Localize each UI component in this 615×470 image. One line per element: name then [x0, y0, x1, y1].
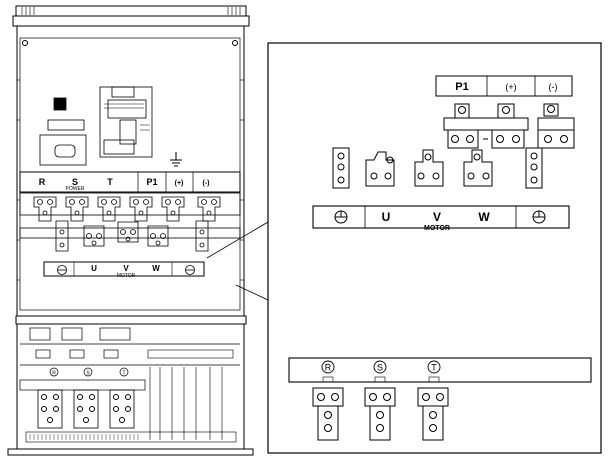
motor-w-label-small: W — [152, 264, 160, 273]
terminal-label-r: R — [39, 177, 46, 187]
ground-icon — [334, 210, 348, 224]
main-terminal-strip: R S T P1 (+) (-) POWER — [19, 171, 241, 193]
dc-bus-lugs — [443, 103, 575, 149]
input-circle-labels-small: R S T — [49, 367, 129, 377]
dc-label-minus: (-) — [549, 82, 558, 92]
lower-lug-row — [19, 220, 241, 252]
motor-label-small: MOTOR — [117, 273, 136, 279]
terminal-label-s: S — [72, 177, 78, 187]
upper-lug-row — [19, 192, 241, 222]
callout-lines — [206, 221, 269, 301]
motor-v-label-small: V — [123, 264, 129, 273]
motor-u-label: U — [382, 210, 391, 224]
terminal-label-t: T — [107, 177, 113, 187]
dc-label-p1: P1 — [455, 81, 468, 93]
input-lugs — [312, 387, 449, 441]
power-label: POWER — [66, 186, 85, 192]
input-t-label: T — [431, 363, 437, 373]
ground-icon — [170, 152, 182, 167]
input-terminal-bar: R S T — [288, 357, 592, 383]
terminal-label-minus: (-) — [203, 180, 210, 187]
input-t-label-small: T — [122, 371, 125, 377]
motor-strip-large: U V W MOTOR — [312, 205, 570, 232]
detail-panel — [267, 42, 602, 454]
dc-bus-header: P1 (+) (-) — [435, 75, 573, 97]
motor-v-label: V — [433, 210, 441, 224]
input-s-label: S — [377, 363, 383, 373]
ground-icon — [57, 265, 67, 275]
cabinet-upper — [12, 5, 250, 317]
motor-u-label-small: U — [91, 264, 97, 273]
input-r-label-small: R — [52, 371, 56, 377]
control-board — [39, 86, 153, 166]
terminal-label-plus: (+) — [175, 180, 184, 187]
dc-label-plus: (+) — [505, 82, 516, 92]
input-r-label: R — [325, 363, 332, 373]
motor-output-lugs — [332, 147, 543, 189]
input-s-label-small: S — [86, 371, 90, 377]
terminal-label-p1: P1 — [146, 177, 157, 187]
motor-strip-small: U V W MOTOR — [43, 261, 205, 279]
ground-icon — [185, 265, 195, 275]
ground-icon — [532, 210, 546, 224]
motor-label: MOTOR — [424, 225, 450, 232]
motor-w-label: W — [478, 210, 490, 224]
cabinet-lower — [7, 315, 254, 456]
